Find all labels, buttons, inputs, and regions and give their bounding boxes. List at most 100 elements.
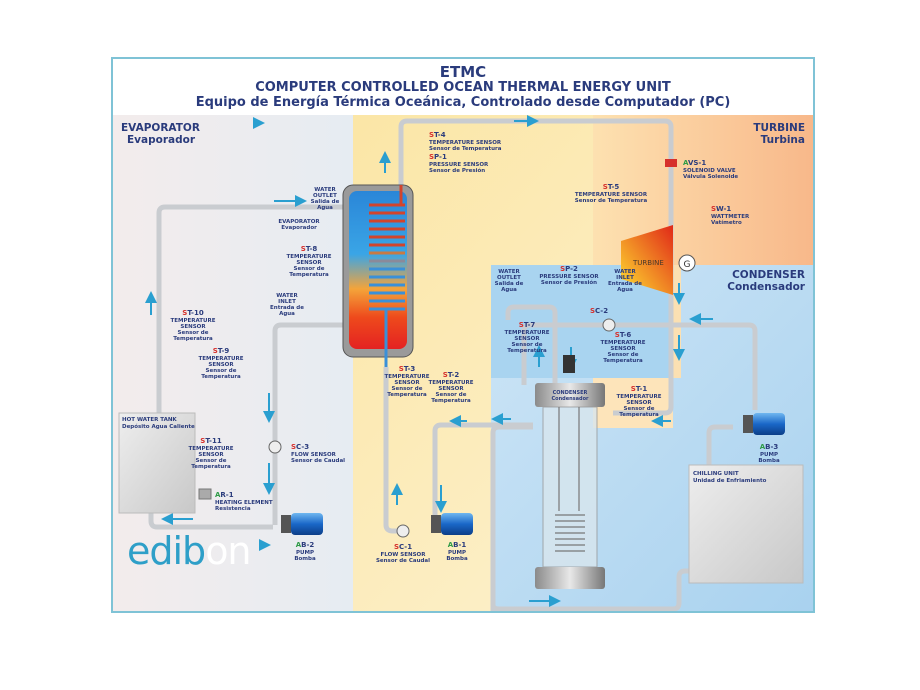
pipe-evap-bottom — [383, 367, 403, 534]
svg-text:INLET: INLET — [616, 275, 634, 281]
svg-text:SP-2: SP-2 — [560, 265, 578, 273]
hot-water-tank-en: HOT WATER TANK — [122, 417, 177, 423]
svg-text:Resistencia: Resistencia — [215, 506, 251, 512]
process-diagram: EVAPORATOR Evaporador TURBINE Turbina CO… — [113, 115, 813, 611]
svg-text:Sensor de Temperatura: Sensor de Temperatura — [575, 198, 648, 204]
pump-ab3-icon — [743, 413, 785, 435]
svg-text:AB-1: AB-1 — [448, 541, 467, 549]
svg-text:CONDENSER: CONDENSER — [553, 390, 588, 396]
svg-text:AB-2: AB-2 — [296, 541, 315, 549]
svg-text:ST-6: ST-6 — [615, 331, 632, 339]
svg-text:ST-10: ST-10 — [182, 309, 204, 317]
svg-text:SC-3: SC-3 — [291, 443, 309, 451]
solenoid-valve-icon — [665, 159, 677, 167]
pipe-cond-outlet — [505, 304, 558, 385]
svg-text:SENSOR: SENSOR — [180, 324, 206, 330]
flow-sensor-sc1-icon — [396, 524, 410, 538]
svg-text:Sensor de Caudal: Sensor de Caudal — [291, 458, 345, 464]
svg-text:SW-1: SW-1 — [711, 205, 731, 213]
svg-text:TEMPERATURE: TEMPERATURE — [504, 330, 549, 336]
pipe-st1 — [613, 355, 674, 416]
svg-text:AB-3: AB-3 — [760, 443, 779, 451]
svg-text:Sensor de Presión: Sensor de Presión — [541, 279, 597, 286]
svg-text:TEMPERATURE SENSOR: TEMPERATURE SENSOR — [575, 192, 648, 198]
section-evaporator-en: EVAPORATOR — [121, 122, 200, 134]
svg-text:Agua: Agua — [617, 287, 633, 293]
svg-text:Entrada de: Entrada de — [270, 305, 304, 311]
chilling-unit — [688, 464, 804, 584]
svg-text:WATER: WATER — [498, 269, 520, 275]
turbine-label: TURBINE — [632, 259, 664, 267]
svg-text:WATER: WATER — [614, 269, 636, 275]
pipe-evap-outlet — [156, 204, 343, 421]
svg-text:Temperatura: Temperatura — [173, 336, 213, 342]
svg-text:SENSOR: SENSOR — [198, 452, 224, 458]
svg-text:FLOW SENSOR: FLOW SENSOR — [291, 452, 337, 458]
svg-text:Entrada de: Entrada de — [608, 281, 642, 287]
svg-text:Vatímetro: Vatímetro — [711, 219, 742, 226]
sensor-sc2-label: SC-2 — [590, 307, 608, 315]
svg-text:PUMP: PUMP — [760, 452, 778, 458]
flow-arrows — [145, 115, 713, 607]
pipe-tank-out — [148, 467, 273, 530]
pressure-sensor-sp2-icon — [563, 355, 575, 373]
svg-text:ST-11: ST-11 — [200, 437, 222, 445]
svg-text:Sensor de: Sensor de — [196, 458, 227, 464]
section-condenser-en: CONDENSER — [732, 269, 805, 281]
svg-text:OUTLET: OUTLET — [313, 193, 337, 199]
pipe-cond-inlet — [603, 322, 758, 410]
svg-text:ST-9: ST-9 — [213, 347, 230, 355]
turbine-icon — [621, 225, 673, 295]
svg-text:Sensor de Caudal: Sensor de Caudal — [376, 558, 430, 564]
svg-text:TEMPERATURE SENSOR: TEMPERATURE SENSOR — [429, 140, 502, 146]
svg-text:SENSOR: SENSOR — [514, 336, 540, 342]
svg-text:SENSOR: SENSOR — [626, 400, 652, 406]
evaporator-tank — [342, 184, 414, 367]
section-evaporator-es: Evaporador — [127, 134, 196, 146]
svg-text:Sensor de Temperatura: Sensor de Temperatura — [429, 146, 502, 152]
svg-text:Temperatura: Temperatura — [603, 358, 643, 364]
svg-text:CHILLING UNIT: CHILLING UNIT — [693, 471, 739, 477]
svg-text:OUTLET: OUTLET — [497, 275, 521, 281]
svg-text:Temperatura: Temperatura — [507, 348, 547, 354]
svg-text:SENSOR: SENSOR — [610, 346, 636, 352]
svg-text:TEMPERATURE: TEMPERATURE — [384, 374, 429, 380]
svg-text:ST-8: ST-8 — [301, 245, 318, 253]
svg-text:TEMPERATURE: TEMPERATURE — [286, 254, 331, 260]
generator-icon — [678, 254, 696, 272]
section-turbine-en: TURBINE — [753, 122, 805, 134]
svg-text:Sensor de: Sensor de — [608, 352, 639, 358]
svg-text:SENSOR: SENSOR — [296, 260, 322, 266]
svg-text:Bomba: Bomba — [758, 458, 780, 464]
svg-text:Salida de: Salida de — [495, 281, 524, 287]
pump-ab1-icon — [431, 513, 473, 535]
svg-text:AVS-1: AVS-1 — [683, 159, 706, 167]
svg-text:TEMPERATURE: TEMPERATURE — [170, 318, 215, 324]
svg-text:Salida de: Salida de — [311, 199, 340, 205]
svg-text:AR-1: AR-1 — [215, 491, 234, 499]
pump-ab2-icon — [281, 513, 323, 535]
svg-text:WATER: WATER — [314, 187, 336, 193]
pipe-chill-return — [490, 568, 693, 611]
condenser-coil — [555, 407, 585, 552]
svg-text:SENSOR: SENSOR — [394, 380, 420, 386]
svg-text:Sensor de: Sensor de — [512, 342, 543, 348]
svg-text:Temperatura: Temperatura — [201, 374, 241, 380]
svg-text:Sensor de: Sensor de — [206, 368, 237, 374]
svg-text:ST-2: ST-2 — [443, 371, 460, 379]
svg-text:Evaporador: Evaporador — [281, 225, 317, 231]
title-spanish: Equipo de Energía Térmica Oceánica, Cont… — [195, 95, 731, 110]
svg-text:INLET: INLET — [278, 299, 296, 305]
svg-text:ST-3: ST-3 — [399, 365, 416, 373]
svg-text:Unidad de Enfriamiento: Unidad de Enfriamiento — [693, 478, 767, 484]
svg-text:Sensor de Presión: Sensor de Presión — [429, 167, 485, 174]
